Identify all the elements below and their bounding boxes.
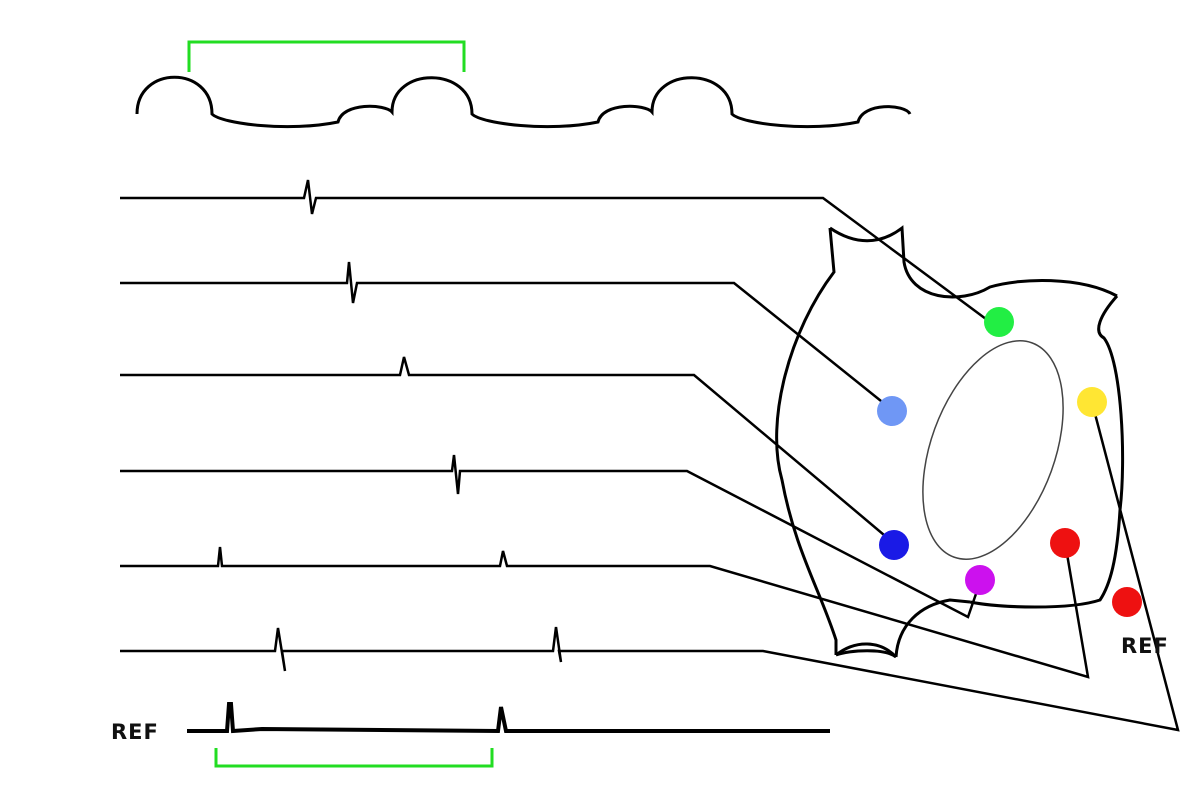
electrode-blue: [879, 530, 909, 560]
trace-2: [120, 261, 887, 406]
heart-outline: [775, 225, 1125, 659]
reference-label-right: REF: [1121, 634, 1169, 658]
electrode-purple: [965, 565, 995, 595]
electrode-reference-red: [1112, 587, 1142, 617]
electrode-green: [984, 307, 1014, 337]
top-interval-bracket: [187, 40, 466, 72]
reference-label-left: REF: [111, 720, 159, 744]
electrode-yellow: [1077, 387, 1107, 417]
bottom-interval-bracket: [214, 748, 494, 768]
trace-6: [120, 409, 1180, 732]
electrode-light-blue: [877, 396, 907, 426]
trace-4: [120, 454, 980, 619]
reference-trace: [187, 702, 830, 734]
trace-3: [120, 356, 891, 541]
trace-5: [120, 546, 1090, 679]
trace-1: [120, 179, 991, 324]
electrode-red: [1050, 528, 1080, 558]
top-waveform: [135, 75, 912, 129]
heart-chamber-ellipse: [922, 340, 1064, 560]
